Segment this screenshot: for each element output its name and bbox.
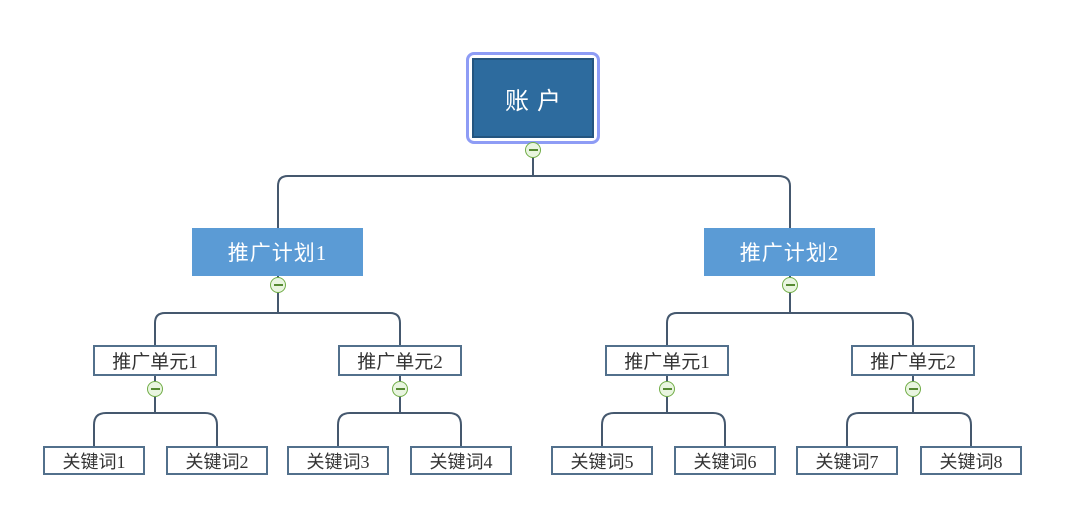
node-plan-2[interactable]: 推广计划2 <box>704 228 875 276</box>
node-keyword-3-label: 关键词3 <box>306 451 370 472</box>
node-unit-2-1-label: 推广单元1 <box>624 352 710 373</box>
collapse-icon-account[interactable] <box>525 142 541 158</box>
node-account-label: 账户 <box>505 88 569 115</box>
node-plan-1[interactable]: 推广计划1 <box>192 228 363 276</box>
node-keyword-6-label: 关键词6 <box>693 451 757 472</box>
node-keyword-5-label: 关键词5 <box>570 451 634 472</box>
node-account-box: 账户 <box>472 58 594 138</box>
node-keyword-8-label: 关键词8 <box>939 451 1003 472</box>
node-keyword-8[interactable]: 关键词8 <box>920 446 1022 475</box>
node-keyword-4-label: 关键词4 <box>429 451 493 472</box>
node-unit-2-2[interactable]: 推广单元2 <box>851 345 975 376</box>
node-keyword-2-label: 关键词2 <box>185 451 249 472</box>
node-keyword-6[interactable]: 关键词6 <box>674 446 776 475</box>
node-keyword-4[interactable]: 关键词4 <box>410 446 512 475</box>
node-unit-2-1[interactable]: 推广单元1 <box>605 345 729 376</box>
node-unit-1-2-label: 推广单元2 <box>357 352 443 373</box>
collapse-icon-plan-2[interactable] <box>782 277 798 293</box>
node-unit-1-1-label: 推广单元1 <box>112 352 198 373</box>
node-keyword-5[interactable]: 关键词5 <box>551 446 653 475</box>
node-unit-2-2-label: 推广单元2 <box>870 352 956 373</box>
node-unit-1-2[interactable]: 推广单元2 <box>338 345 462 376</box>
node-keyword-1[interactable]: 关键词1 <box>43 446 145 475</box>
collapse-icon-unit-1-2[interactable] <box>392 381 408 397</box>
collapse-icon-unit-2-2[interactable] <box>905 381 921 397</box>
node-keyword-7-label: 关键词7 <box>815 451 879 472</box>
collapse-icon-unit-2-1[interactable] <box>659 381 675 397</box>
node-keyword-3[interactable]: 关键词3 <box>287 446 389 475</box>
collapse-icon-plan-1[interactable] <box>270 277 286 293</box>
collapse-icon-unit-1-1[interactable] <box>147 381 163 397</box>
node-account[interactable]: 账户 <box>466 52 600 144</box>
node-keyword-1-label: 关键词1 <box>62 451 126 472</box>
node-plan-2-label: 推广计划2 <box>739 241 840 265</box>
node-unit-1-1[interactable]: 推广单元1 <box>93 345 217 376</box>
node-keyword-2[interactable]: 关键词2 <box>166 446 268 475</box>
node-plan-1-label: 推广计划1 <box>227 241 328 265</box>
node-keyword-7[interactable]: 关键词7 <box>796 446 898 475</box>
